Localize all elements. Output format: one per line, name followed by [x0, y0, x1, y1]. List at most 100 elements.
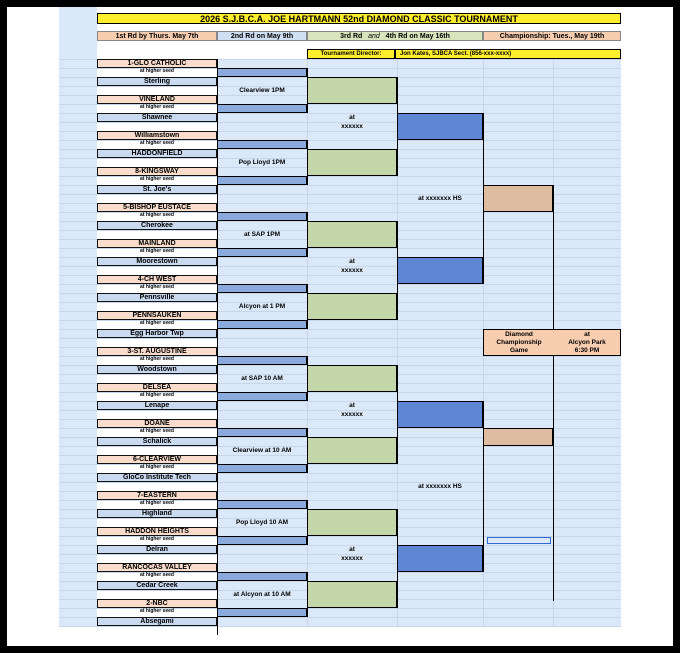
- higher-seed-note: at higher seed: [140, 428, 174, 434]
- round4-top-slot: [397, 401, 483, 428]
- higher-seed-note: at higher seed: [140, 572, 174, 578]
- round2-top-slot: [217, 212, 307, 221]
- round2-site: at Alcyon at 10 AM: [233, 591, 291, 598]
- round2-site: Clearview 1PM: [239, 87, 285, 94]
- team-slot: 8-KINGSWAY: [97, 167, 217, 176]
- round3-bottom-slot: [307, 581, 397, 608]
- round3-at: at: [349, 114, 355, 121]
- higher-seed-note: at higher seed: [140, 68, 174, 74]
- higher-seed-note: at higher seed: [140, 464, 174, 470]
- round2-site: Clearview at 10 AM: [232, 447, 292, 454]
- grid-row-line: [59, 626, 621, 627]
- round4-site: at xxxxxxx HS: [418, 195, 462, 202]
- grid-row-line: [59, 59, 621, 60]
- grid-row-line: [59, 608, 621, 609]
- round3-top-slot: [307, 77, 397, 104]
- higher-seed-note: at higher seed: [140, 536, 174, 542]
- grid-row-line: [59, 392, 621, 393]
- grid-column: [397, 59, 483, 627]
- round3-site: xxxxxx: [341, 555, 363, 562]
- bracket-line: [553, 185, 554, 601]
- grid-row-line: [59, 176, 621, 177]
- final-bottom-slot: [483, 428, 553, 446]
- round2-top-slot: [217, 356, 307, 365]
- grid-row-line: [59, 572, 621, 573]
- round2-bottom-slot: [217, 392, 307, 401]
- grid-row-line: [59, 410, 621, 411]
- round2-bottom-slot: [217, 248, 307, 257]
- round2-site: at SAP 1PM: [243, 231, 280, 238]
- round4-top-slot: [397, 113, 483, 140]
- round2-top-slot: [217, 572, 307, 581]
- team-slot: 2-NBC: [97, 599, 217, 608]
- grid-row-line: [59, 473, 621, 474]
- championship-line1: Diamond: [505, 331, 533, 338]
- header-and: and: [368, 33, 380, 40]
- grid-row-line: [59, 563, 621, 564]
- team-slot: Pennsville: [97, 293, 217, 302]
- team-slot: Sterling: [97, 77, 217, 86]
- grid-row-line: [59, 212, 621, 213]
- grid-row-line: [59, 536, 621, 537]
- round3-bottom-slot: [307, 437, 397, 464]
- team-slot: 6-CLEARVIEW: [97, 455, 217, 464]
- championship-venue: Alcyon Park: [568, 339, 606, 346]
- team-slot: Delran: [97, 545, 217, 554]
- round3-at: at: [349, 258, 355, 265]
- grid-row-line: [59, 113, 621, 114]
- grid-row-line: [59, 131, 621, 132]
- header-round2: 2nd Rd on May 9th: [217, 31, 307, 41]
- grid-row-line: [59, 266, 621, 267]
- higher-seed-note: at higher seed: [140, 212, 174, 218]
- round2-top-slot: [217, 284, 307, 293]
- grid-row-line: [59, 68, 621, 69]
- round2-bottom-slot: [217, 176, 307, 185]
- team-slot: DOANE: [97, 419, 217, 428]
- round2-bottom-slot: [217, 320, 307, 329]
- grid-row-line: [59, 104, 621, 105]
- round2-site: at SAP 10 AM: [241, 375, 283, 382]
- round2-bottom-slot: [217, 536, 307, 545]
- director-label: Tournament Director:: [307, 49, 395, 59]
- higher-seed-note: at higher seed: [140, 500, 174, 506]
- header-round4: 4th Rd on May 16th: [385, 33, 450, 40]
- round4-bottom-slot: [397, 545, 483, 572]
- header-championship: Championship: Tues., May 19th: [483, 31, 621, 41]
- grid-row-line: [59, 248, 621, 249]
- grid-row-line: [59, 140, 621, 141]
- grid-row-line: [59, 428, 621, 429]
- team-slot: Highland: [97, 509, 217, 518]
- grid-column: [217, 59, 307, 627]
- higher-seed-note: at higher seed: [140, 176, 174, 182]
- grid-row-line: [59, 401, 621, 402]
- round3-top-slot: [307, 509, 397, 536]
- grid-row-line: [59, 275, 621, 276]
- bracket-line: [217, 59, 218, 635]
- header-round3-4: 3rd Rd and 4th Rd on May 16th: [307, 31, 483, 41]
- grid-row-line: [59, 284, 621, 285]
- championship-time: 6:30 PM: [574, 347, 600, 354]
- grid-row-line: [59, 203, 621, 204]
- grid-row-line: [59, 482, 621, 483]
- selected-cell[interactable]: [487, 537, 551, 544]
- team-slot: 7-EASTERN: [97, 491, 217, 500]
- round3-site: xxxxxx: [341, 411, 363, 418]
- team-slot: Cherokee: [97, 221, 217, 230]
- higher-seed-note: at higher seed: [140, 356, 174, 362]
- round2-bottom-slot: [217, 464, 307, 473]
- director-value: Jon Kates, SJBCA Sect. (856-xxx-xxxx): [395, 49, 621, 59]
- round3-site: xxxxxx: [341, 123, 363, 130]
- team-slot: GloCo Institute Tech: [97, 473, 217, 482]
- team-slot: 4-CH WEST: [97, 275, 217, 284]
- round3-top-slot: [307, 221, 397, 248]
- grid-column: [307, 59, 397, 627]
- team-slot: 1-GLO CATHOLIC: [97, 59, 217, 68]
- grid-row-line: [59, 464, 621, 465]
- team-slot: Woodstown: [97, 365, 217, 374]
- team-slot: HADDONFIELD: [97, 149, 217, 158]
- round2-top-slot: [217, 140, 307, 149]
- team-slot: Schalick: [97, 437, 217, 446]
- team-slot: MAINLAND: [97, 239, 217, 248]
- grid-row-line: [59, 419, 621, 420]
